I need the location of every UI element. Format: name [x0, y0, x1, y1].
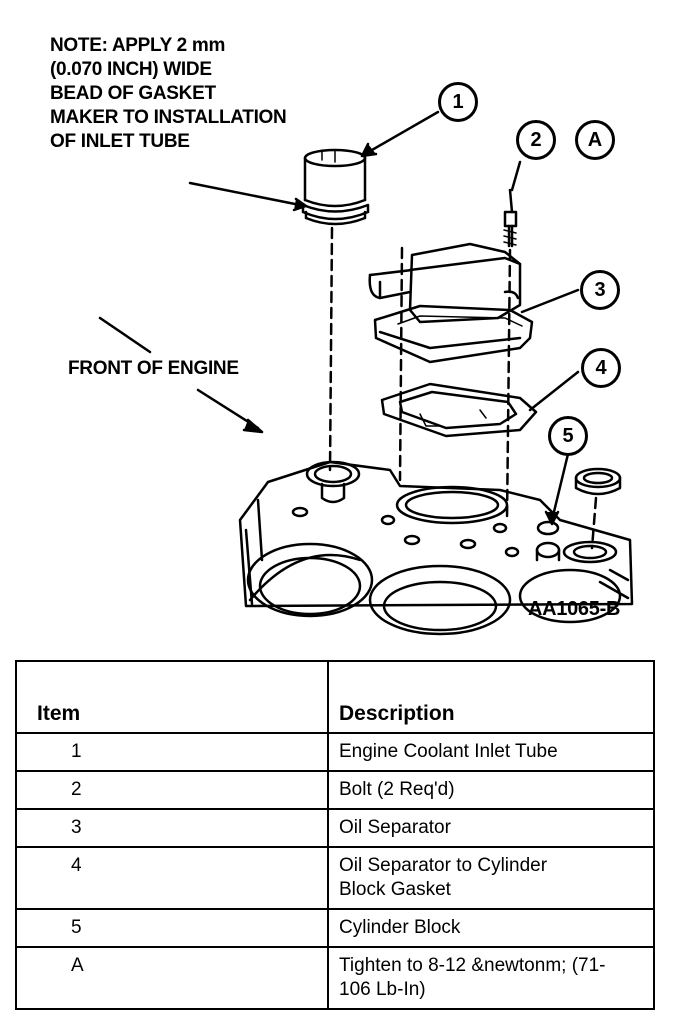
item-column-header: Item	[15, 660, 329, 734]
parts-legend-table: Item Description 1 Engine Coolant Inlet …	[15, 660, 655, 1010]
callout-3: 3	[580, 270, 620, 310]
gasket-drawing	[380, 382, 538, 438]
table-header-row: Item Description	[15, 660, 655, 734]
note-line: (0.070 INCH) WIDE	[50, 59, 212, 80]
table-row: 5 Cylinder Block	[15, 908, 655, 948]
exploded-view-diagram: NOTE: APPLY 2 mm (0.070 INCH) WIDE BEAD …	[50, 34, 634, 636]
installation-note: NOTE: APPLY 2 mm (0.070 INCH) WIDE BEAD …	[50, 34, 287, 154]
item-cell: 3	[15, 808, 329, 848]
note-line: NOTE: APPLY 2 mm	[50, 35, 226, 56]
callout-5: 5	[548, 416, 588, 456]
callout-1: 1	[438, 82, 478, 122]
note-line: OF INLET TUBE	[50, 131, 190, 152]
item-cell: 2	[15, 770, 329, 810]
table-row: A Tighten to 8-12 &newtonm; (71-106 Lb-I…	[15, 946, 655, 1010]
description-column-header: Description	[327, 660, 655, 734]
note-leader-line	[188, 181, 302, 207]
oil-separator-drawing	[368, 242, 534, 364]
table-row: 4 Oil Separator to Cylinder Block Gasket	[15, 846, 655, 910]
callout-2: 2	[516, 120, 556, 160]
front-of-engine-label: FRONT OF ENGINE	[68, 358, 239, 379]
item-cell: A	[15, 946, 329, 1010]
engine-line-drawing	[98, 110, 634, 636]
cylinder-block-drawing	[238, 460, 634, 636]
description-cell: Oil Separator	[327, 808, 655, 848]
note-line: BEAD OF GASKET	[50, 83, 216, 104]
table-row: 3 Oil Separator	[15, 808, 655, 848]
coolant-inlet-tube-drawing	[301, 148, 370, 226]
seal-ring-drawing	[574, 467, 622, 496]
description-cell: Engine Coolant Inlet Tube	[327, 732, 655, 772]
table-row: 1 Engine Coolant Inlet Tube	[15, 732, 655, 772]
note-line: MAKER TO INSTALLATION	[50, 107, 287, 128]
item-cell: 5	[15, 908, 329, 948]
figure-id-label: AA1065-B	[528, 598, 621, 620]
description-cell: Bolt (2 Req'd)	[327, 770, 655, 810]
description-cell: Tighten to 8-12 &newtonm; (71-106 Lb-In)	[327, 946, 655, 1010]
table-row: 2 Bolt (2 Req'd)	[15, 770, 655, 810]
callout-4: 4	[581, 348, 621, 388]
item-cell: 1	[15, 732, 329, 772]
callout-a: A	[575, 120, 615, 160]
description-cell: Cylinder Block	[327, 908, 655, 948]
bolt-drawing	[503, 188, 518, 248]
item-cell: 4	[15, 846, 329, 910]
description-cell: Oil Separator to Cylinder Block Gasket	[327, 846, 655, 910]
